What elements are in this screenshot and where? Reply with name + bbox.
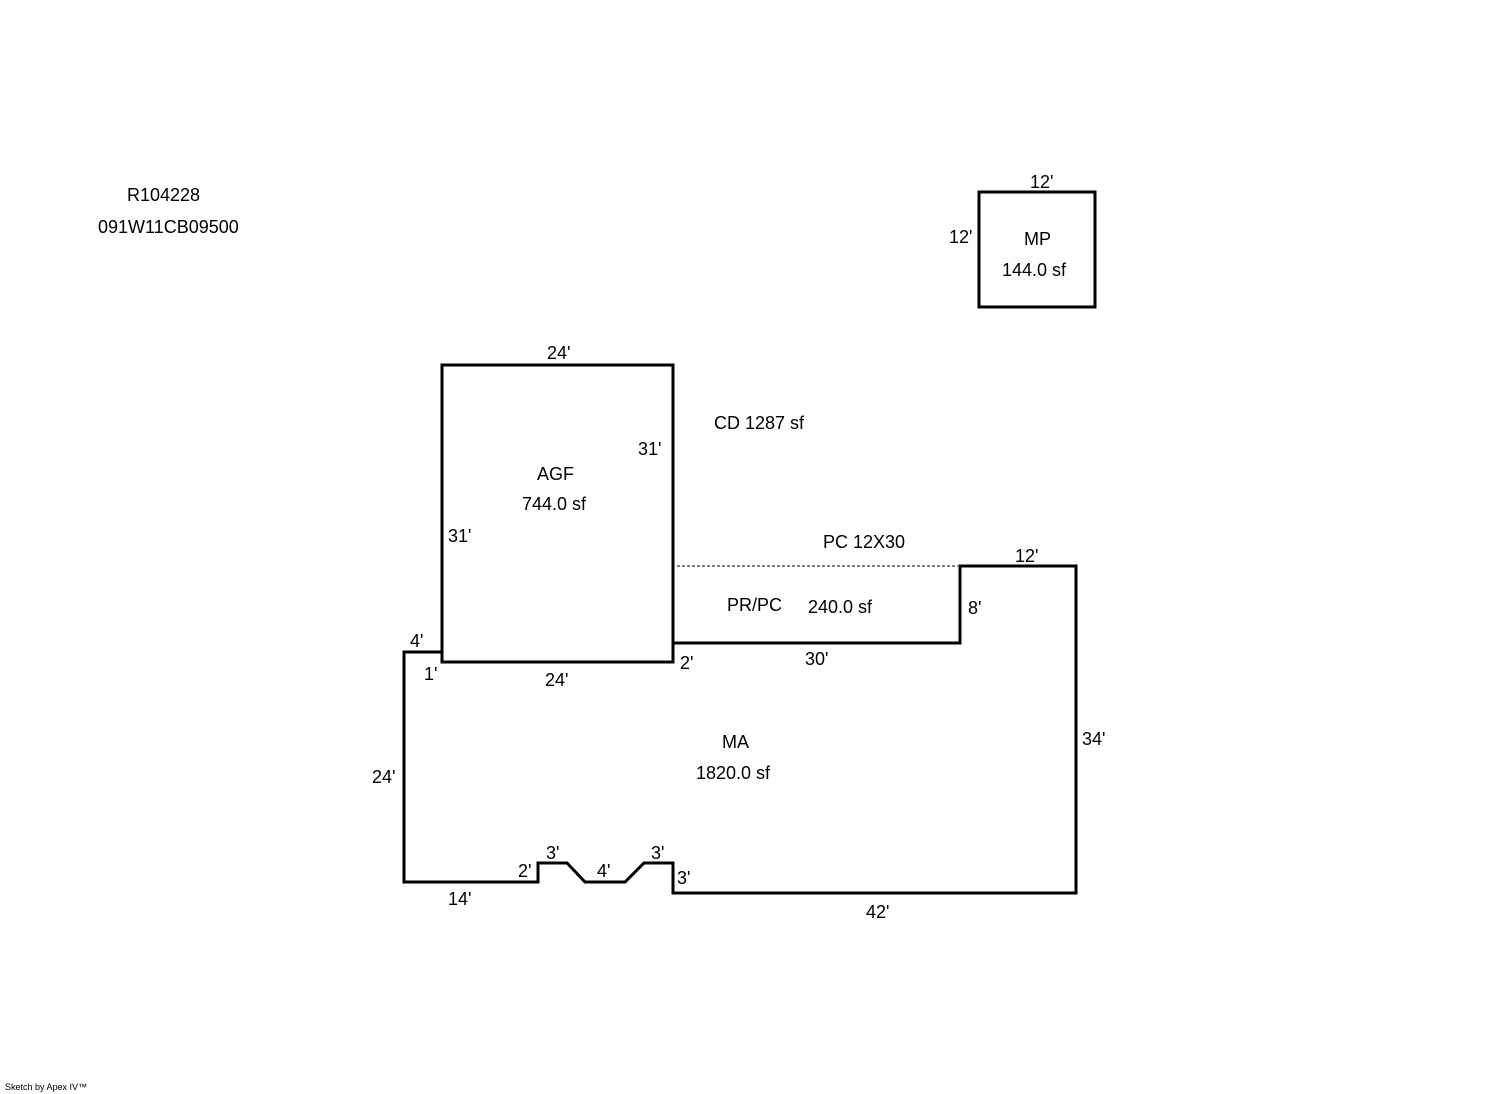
dim-8: 8' xyxy=(968,598,981,618)
dim-30: 30' xyxy=(805,649,828,669)
ma-label: MA xyxy=(722,732,749,752)
dim-notch-4: 4' xyxy=(597,861,610,881)
agf-bottom-dim: 24' xyxy=(545,670,568,690)
prpc-area: 240.0 sf xyxy=(808,597,873,617)
dim-1: 1' xyxy=(424,664,437,684)
cd-label: CD 1287 sf xyxy=(714,413,805,433)
prpc-label: PR/PC xyxy=(727,595,782,615)
agf-label: AGF xyxy=(537,464,574,484)
dim-notch-2: 2' xyxy=(518,861,531,881)
parcel-number: 091W11CB09500 xyxy=(98,217,239,237)
ma-outline xyxy=(402,564,1078,895)
dim-notch-3a: 3' xyxy=(546,843,559,863)
dim-34: 34' xyxy=(1082,729,1105,749)
sketch-credit: Sketch by Apex IV™ xyxy=(5,1082,87,1092)
dim-notch-3c: 3' xyxy=(677,868,690,888)
dim-14: 14' xyxy=(448,889,471,909)
agf-right-dim: 31' xyxy=(638,439,661,459)
mp-label: MP xyxy=(1024,229,1051,249)
mp-top-dim: 12' xyxy=(1030,172,1053,192)
agf-top-dim: 24' xyxy=(547,343,570,363)
dim-4: 4' xyxy=(410,631,423,651)
mp-outline xyxy=(977,190,1097,309)
pc-label: PC 12X30 xyxy=(823,532,905,552)
account-number: R104228 xyxy=(127,185,200,205)
mp-area: 144.0 sf xyxy=(1002,260,1067,280)
dim-notch-3b: 3' xyxy=(651,843,664,863)
dim-2: 2' xyxy=(680,653,693,673)
agf-outline xyxy=(440,363,675,664)
mp-left-dim: 12' xyxy=(949,227,972,247)
agf-left-dim: 31' xyxy=(448,526,471,546)
dim-24-left: 24' xyxy=(372,767,395,787)
dim-12: 12' xyxy=(1015,546,1038,566)
ma-area: 1820.0 sf xyxy=(696,763,771,783)
dim-42: 42' xyxy=(866,902,889,922)
agf-area: 744.0 sf xyxy=(522,494,587,514)
